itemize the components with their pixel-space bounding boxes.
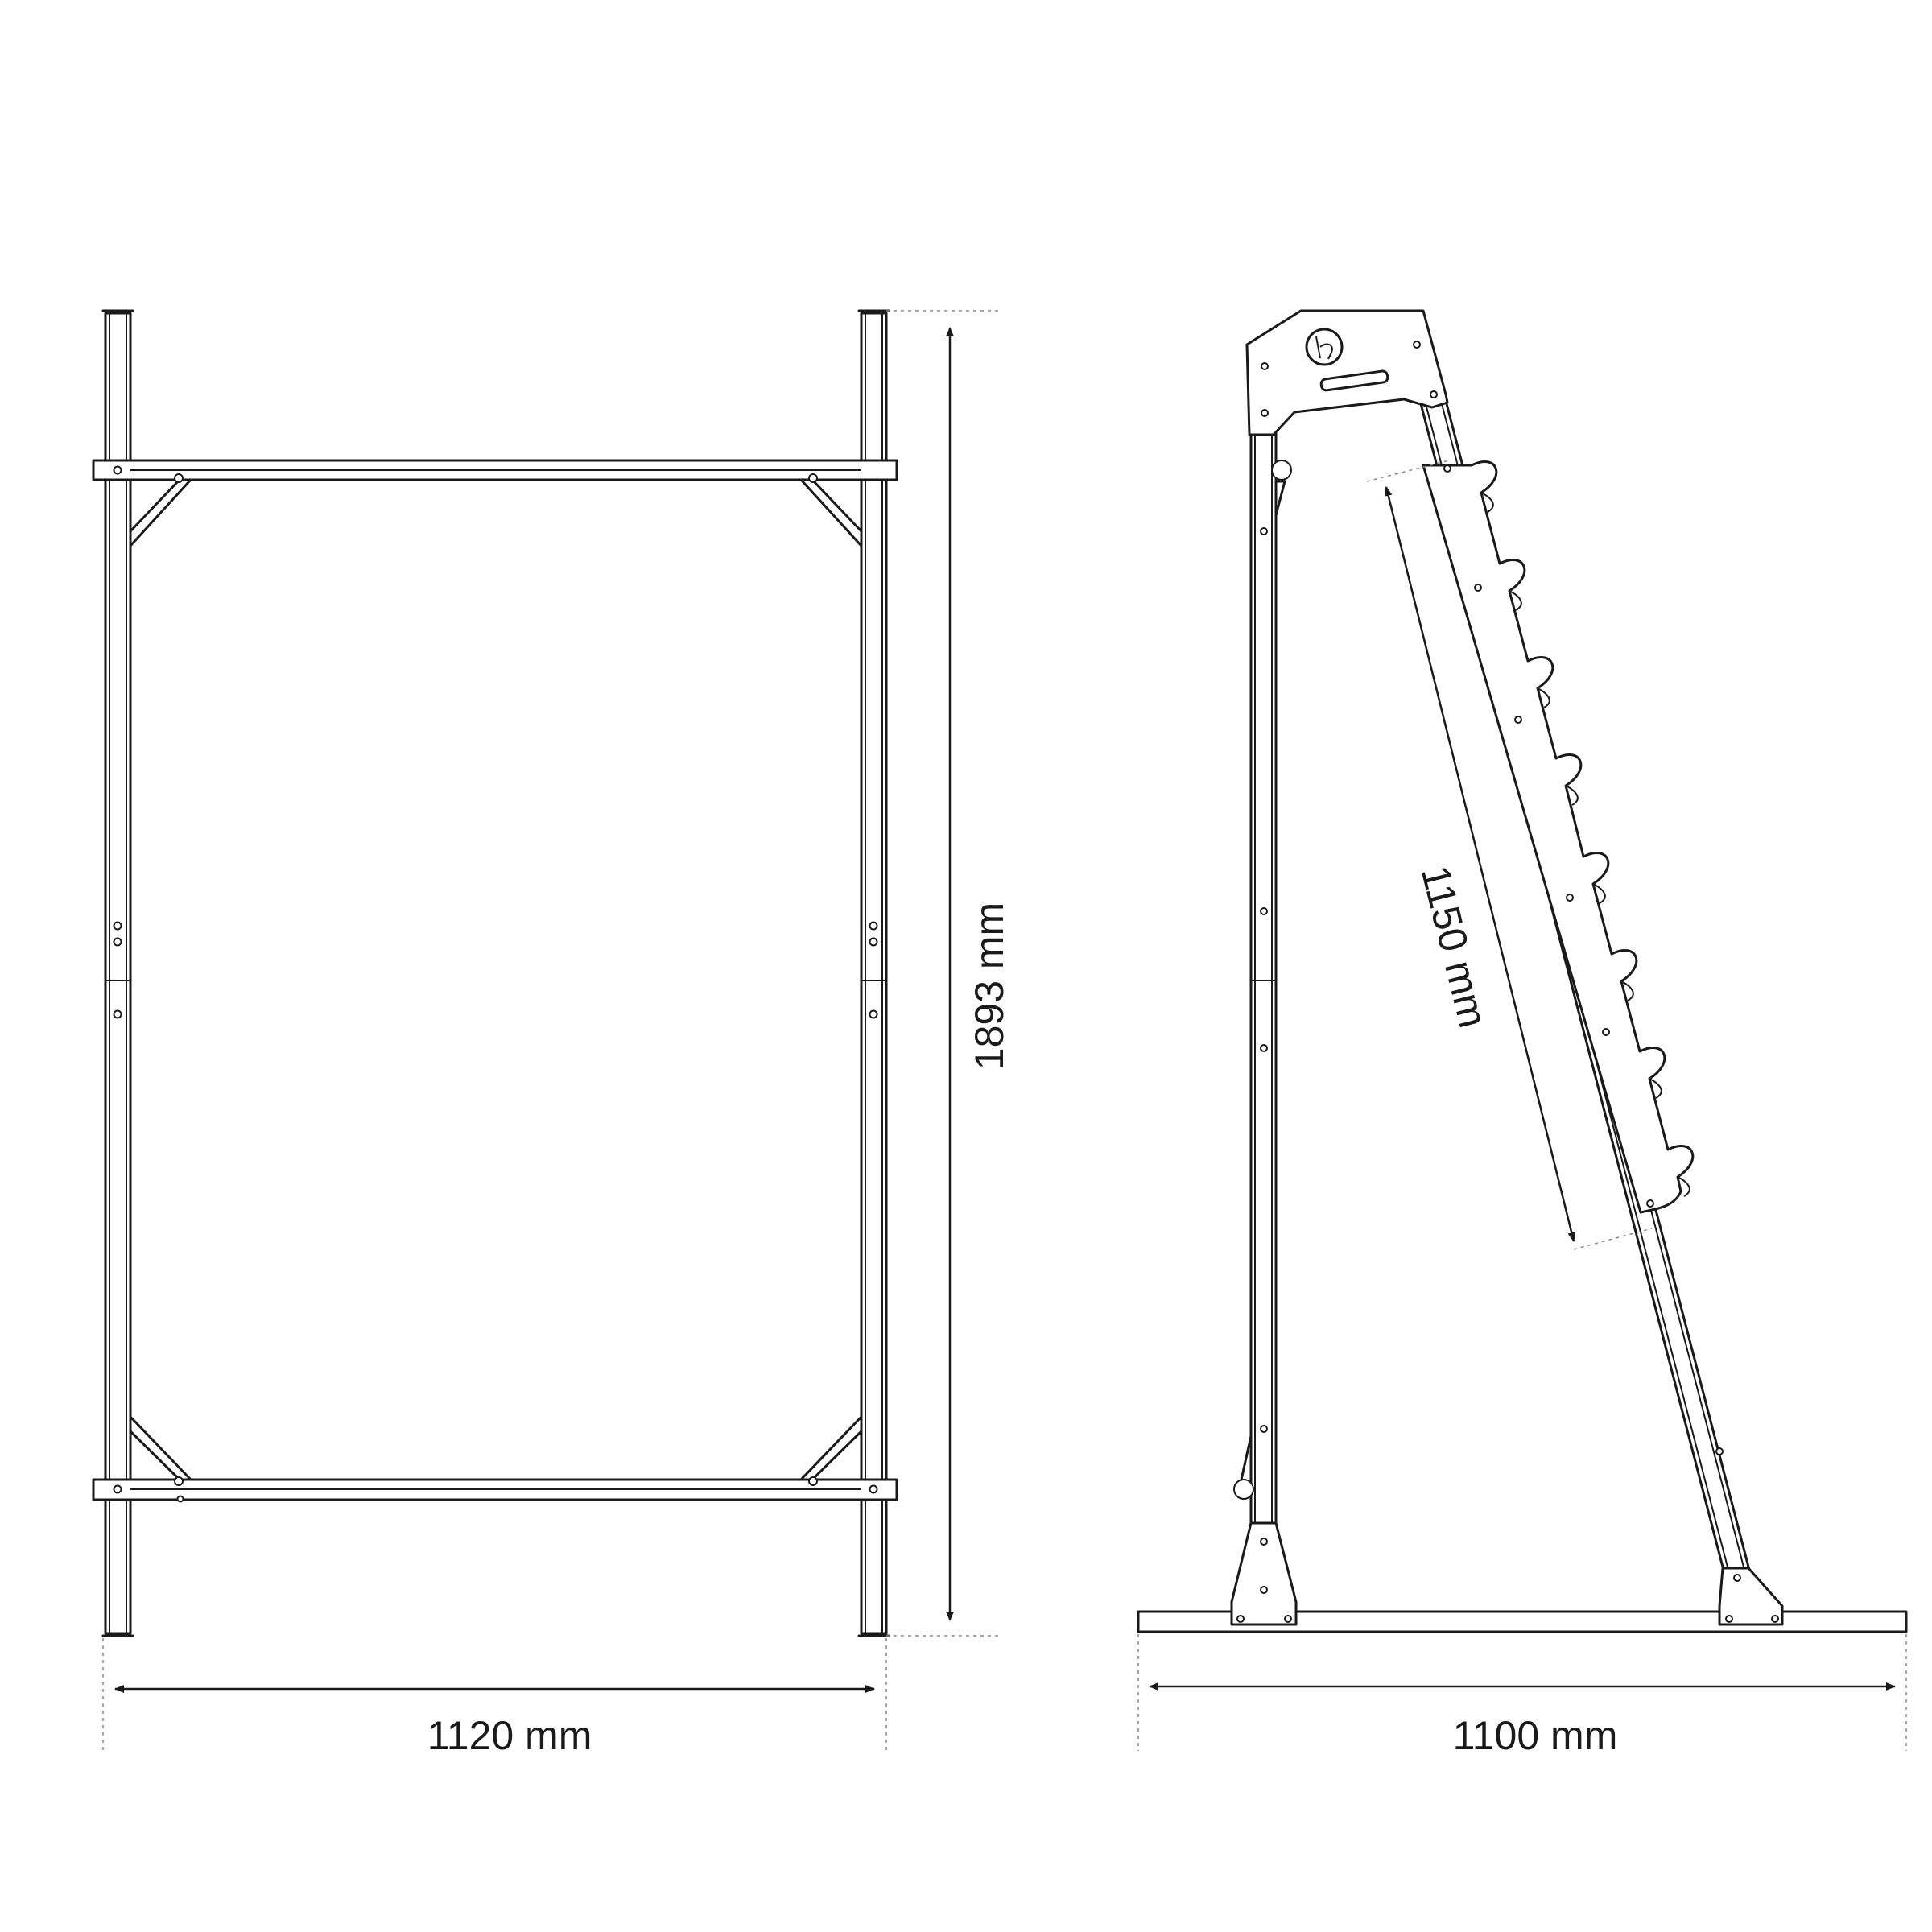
front-height-label: 1893 mm bbox=[967, 902, 1012, 1070]
base-length-label: 1100 mm bbox=[1453, 1713, 1618, 1758]
head-plate bbox=[1245, 309, 1449, 436]
front-width-label: 1120 mm bbox=[427, 1713, 592, 1758]
corner-braces bbox=[129, 473, 863, 1486]
side-view: 1150 mm 1100 mm bbox=[1137, 309, 1908, 1758]
left-upright bbox=[101, 309, 134, 1637]
front-post bbox=[1249, 425, 1278, 1533]
rack-length-dimension-arrow bbox=[1384, 486, 1576, 1242]
rear-gusset bbox=[1718, 1567, 1784, 1626]
right-upright bbox=[857, 309, 890, 1637]
bolt-icon bbox=[113, 465, 878, 1503]
hook-plate bbox=[1422, 460, 1695, 1214]
brand-logo-icon bbox=[1305, 328, 1344, 366]
front-view: 1893 mm 1120 mm bbox=[92, 309, 1012, 1758]
rack-length-label: 1150 mm bbox=[1413, 861, 1496, 1032]
front-gusset bbox=[1230, 1521, 1298, 1626]
post-knobs bbox=[1233, 460, 1292, 1500]
